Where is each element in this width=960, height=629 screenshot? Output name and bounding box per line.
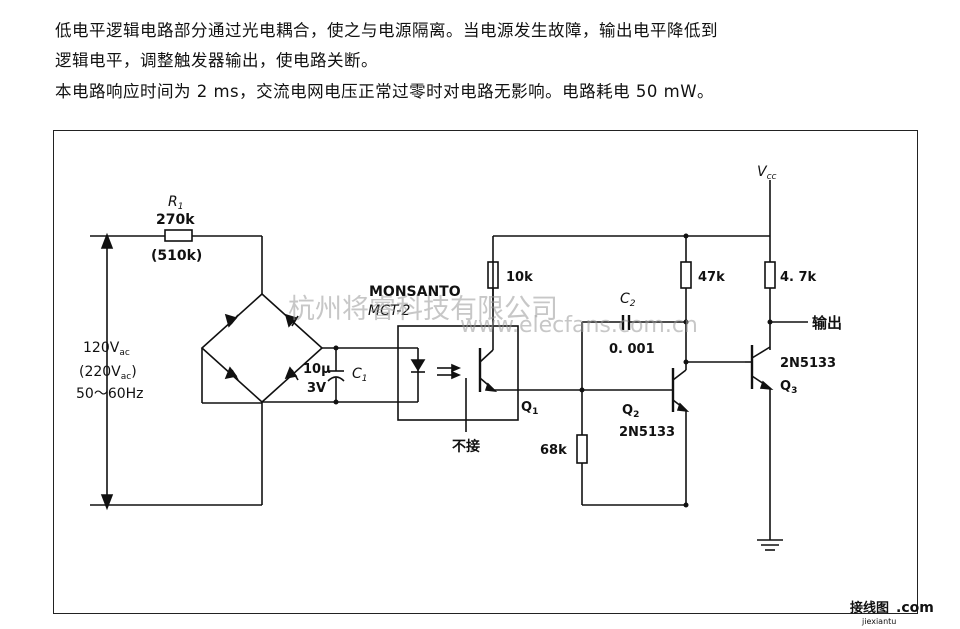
input-frequency-label: 50～60Hz [76,386,144,402]
junction-dots [333,233,773,508]
c1-label: C1 [352,366,368,384]
diode-icon [284,366,299,381]
r1-value: 270k [156,212,195,228]
q1-label: Q1 [521,400,538,417]
description-line-3: 本电路响应时间为 2 ms，交流电网电压正常过零时对电路无影响。电路耗电 50 … [55,82,715,101]
q3-type: 2N5133 [780,356,836,371]
diode-icon [224,313,239,328]
resistor-4k7 [764,261,776,289]
logo-small-text: jiexiantu [861,617,896,626]
resistor-68k [576,434,588,464]
optocoupler-maker: MONSANTO [369,284,461,300]
r1-alt-value: (510k) [151,248,202,264]
c1-value: 10μ [303,362,331,377]
description-line-1: 低电平逻辑电路部分通过光电耦合，使之与电源隔离。当电源发生故障，输出电平降低到 [55,21,718,40]
q3-label: Q3 [780,379,797,396]
logo-suffix: .com [896,600,934,616]
c2-value: 0. 001 [609,342,655,357]
led-icon [410,359,426,372]
capacitor-c1-curved-plate [327,376,345,382]
r4k7-value: 4. 7k [780,270,817,285]
resistor-47k [680,261,692,289]
arrow-down-icon [100,494,114,511]
q3-collector [751,346,771,359]
vcc-label: Vcc [757,164,777,182]
description-line-2: 逻辑电平，调整触发器输出，使电路关断。 [55,51,378,70]
c1-voltage: 3V [307,381,326,396]
input-voltage-label: 120Vac [83,340,130,358]
r47k-value: 47k [698,270,725,285]
q2-label: Q2 [622,403,639,420]
input-alt-voltage-label: (220Vac) [79,364,137,382]
r10k-value: 10k [506,270,533,285]
optocoupler-model: MCT-2 [368,303,410,319]
arrow-up-icon [100,232,114,249]
not-connected-label: 不接 [452,438,480,455]
q2-type: 2N5133 [619,425,675,440]
r68k-value: 68k [540,443,567,458]
logo-text: 接线图 [850,600,889,616]
output-label: 输出 [812,314,842,332]
resistor-r1 [164,229,193,242]
diode-icon [284,313,299,328]
diode-icon [224,366,239,381]
optocoupler-body [397,325,519,421]
watermark-url: www.elecfans.com.cn [460,313,698,338]
q2-collector [672,369,687,381]
c2-label: C2 [620,291,636,309]
r1-label: R1 [168,194,183,212]
diagram-frame [53,130,918,614]
q1-collector [479,349,494,363]
watermark-company: 杭州将睿科技有限公司 [288,294,558,325]
